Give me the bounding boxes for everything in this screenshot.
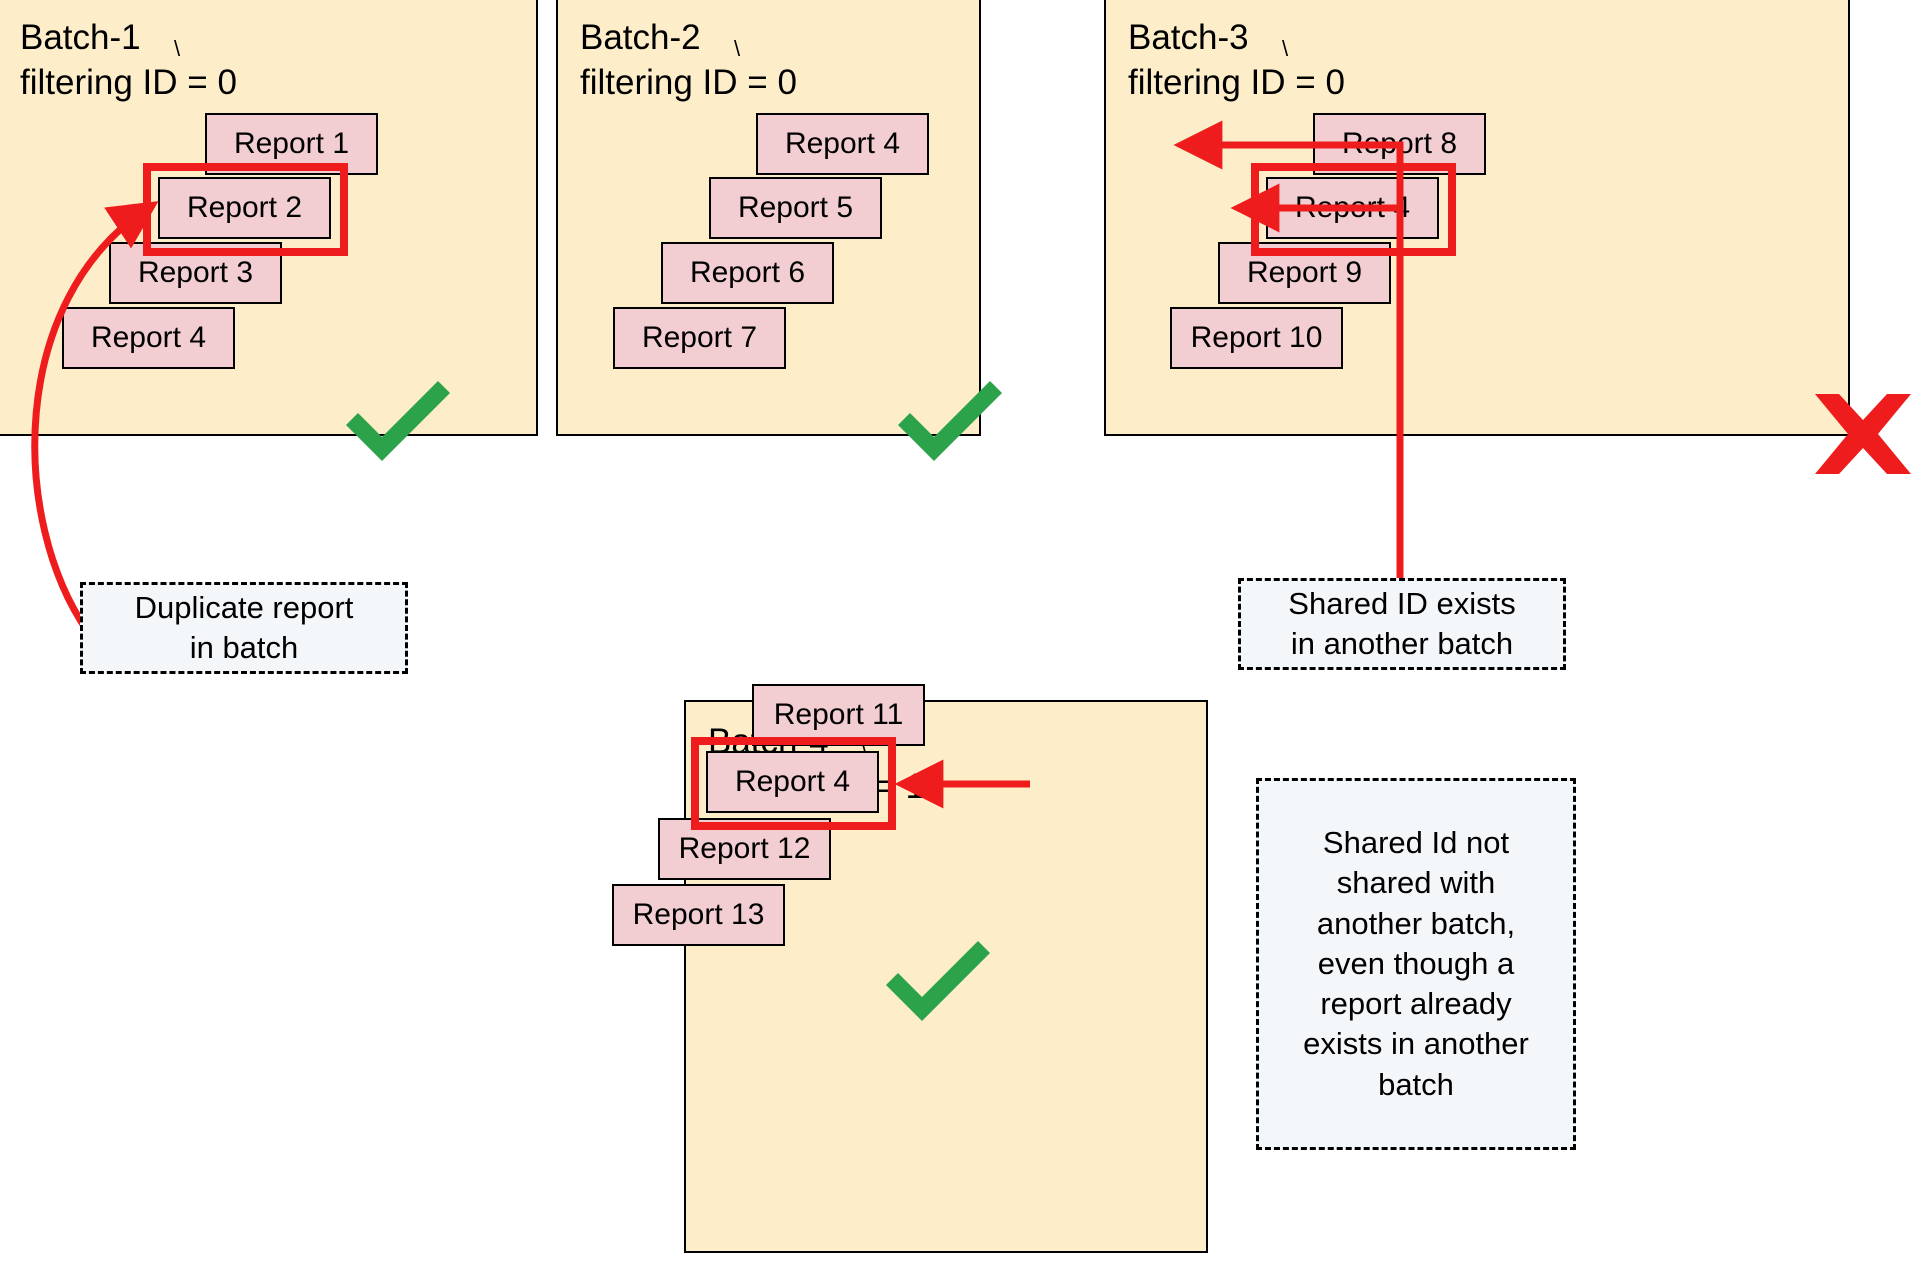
callout-shared-id-not-shared: Shared Id not shared with another batch,… xyxy=(1256,778,1576,1150)
check-icon xyxy=(346,381,450,461)
callout-text: Shared Id not shared with another batch,… xyxy=(1303,824,1529,1102)
report-card: Report 2 xyxy=(158,177,331,239)
report-label: Report 10 xyxy=(1190,321,1323,354)
report-label: Report 4 xyxy=(734,765,851,798)
batch-2-label: Batch-2 filtering ID = 0 xyxy=(580,18,797,102)
report-card: Report 6 xyxy=(661,242,834,304)
report-label: Report 11 xyxy=(773,698,904,731)
check-icon xyxy=(886,941,990,1021)
batch-1-label: Batch-1 filtering ID = 0 xyxy=(20,18,237,102)
callout-shared-id-exists: Shared ID exists in another batch xyxy=(1238,578,1566,670)
report-label: Report 7 xyxy=(641,321,758,354)
callout-text: Shared ID exists in another batch xyxy=(1288,585,1516,661)
report-label: Report 9 xyxy=(1246,256,1363,289)
batch-3-label: Batch-3 filtering ID = 0 xyxy=(1128,18,1345,102)
report-card: Report 10 xyxy=(1170,307,1343,369)
report-card: Report 4 xyxy=(62,307,235,369)
report-label: Report 12 xyxy=(678,832,811,865)
highlight-box-batch-1 xyxy=(143,163,348,256)
report-label: Report 8 xyxy=(1341,127,1458,160)
check-icon xyxy=(898,381,1002,461)
report-card: Report 4 xyxy=(706,751,879,813)
report-label: Report 1 xyxy=(233,127,350,160)
report-label: Report 6 xyxy=(689,256,806,289)
highlight-box-batch-3 xyxy=(1251,163,1456,256)
report-label: Report 3 xyxy=(137,256,254,289)
report-card: Report 13 xyxy=(612,884,785,946)
report-card: Report 5 xyxy=(709,177,882,239)
batch-1-tick: \ xyxy=(174,36,181,61)
batch-2-tick: \ xyxy=(734,36,741,61)
report-label: Report 5 xyxy=(737,191,854,224)
report-label: Report 4 xyxy=(784,127,901,160)
highlight-box-batch-4 xyxy=(691,737,896,830)
report-card: Report 11 xyxy=(752,684,925,746)
report-label: Report 13 xyxy=(632,898,765,931)
report-card: Report 7 xyxy=(613,307,786,369)
report-label: Report 4 xyxy=(90,321,207,354)
report-card: Report 4 xyxy=(756,113,929,175)
batch-box-3: Batch-3 filtering ID = 0 \ xyxy=(1104,0,1850,436)
callout-text: Duplicate report in batch xyxy=(134,589,354,665)
report-label: Report 2 xyxy=(186,191,303,224)
x-icon xyxy=(1815,394,1911,474)
batch-3-tick: \ xyxy=(1282,36,1289,61)
callout-duplicate-report: Duplicate report in batch xyxy=(80,582,408,674)
